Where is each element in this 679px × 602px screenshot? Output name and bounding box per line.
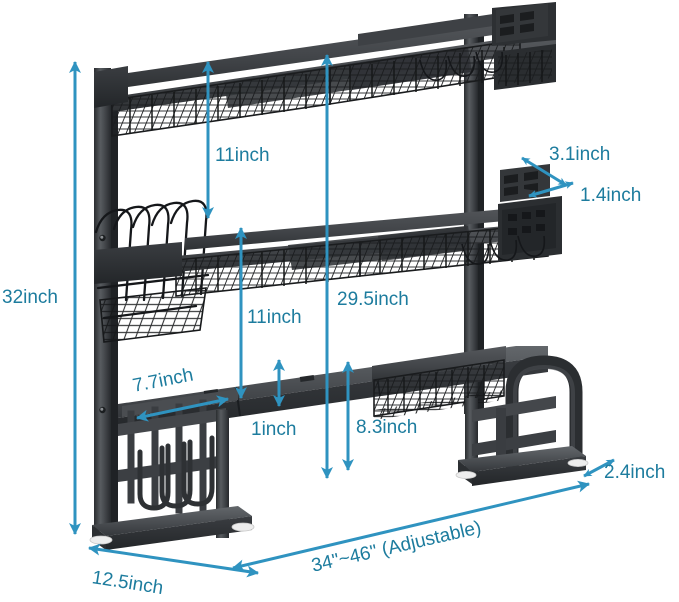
label-foot-depth: 2.4inch: [604, 462, 665, 483]
label-adjustable-width: 34"~46" (Adjustable): [310, 517, 484, 576]
middle-shelf-basket: [94, 164, 562, 343]
top-small-basket: [494, 44, 556, 90]
label-knife-holder: 3.1inch: [549, 144, 610, 165]
dim-line-knife-holder: [521, 156, 567, 187]
utensil-holder-middle: [498, 196, 562, 262]
label-total-height: 32inch: [2, 287, 58, 308]
label-basket-height: 8.3inch: [356, 417, 417, 438]
top-shelf-hooks: [419, 51, 504, 81]
product-illustration: [89, 2, 589, 550]
label-mid-clearance: 11inch: [247, 307, 302, 328]
middle-shelf-hooks: [461, 235, 546, 265]
label-top-clearance: 11inch: [215, 145, 270, 166]
dim-line-utensil-holder: [528, 181, 574, 198]
dim-line-foot-depth: [583, 458, 615, 478]
label-frame-height: 29.5inch: [337, 289, 409, 310]
dim-line-base-depth: [88, 543, 259, 578]
right-base-assembly: [455, 355, 589, 486]
label-plate-rack: 7.7inch: [131, 365, 195, 397]
dim-line-plate-rack: [136, 395, 229, 422]
top-shelf-basket: [94, 2, 556, 137]
dimension-annotations: [69, 54, 615, 578]
label-utensil-holder: 1.4inch: [580, 185, 641, 206]
label-base-depth: 12.5inch: [90, 567, 164, 599]
label-rail-thickness: 1inch: [251, 419, 296, 440]
dim-line-adjustable-width: [232, 480, 590, 572]
knife-holder-top: [496, 3, 548, 43]
lower-small-basket: [372, 346, 506, 420]
